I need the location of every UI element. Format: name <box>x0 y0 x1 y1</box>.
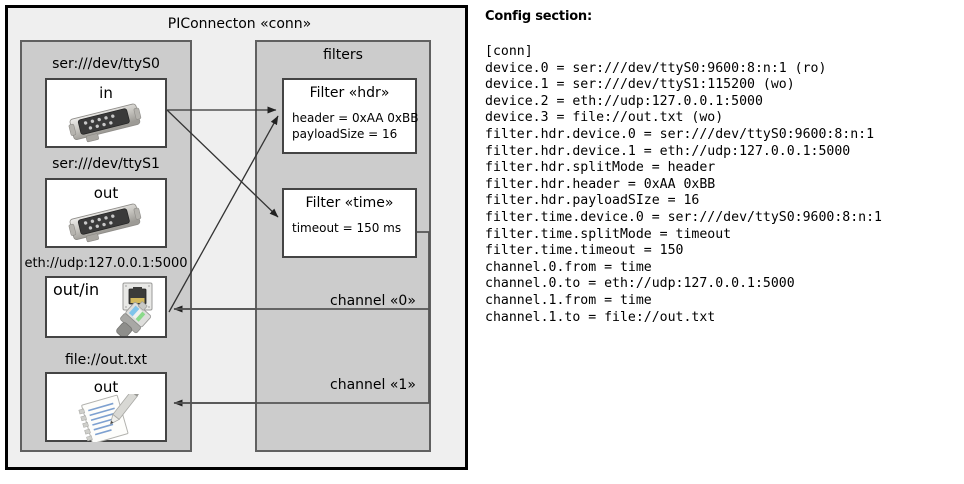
device-direction-label: out/in <box>53 280 100 299</box>
channel-label-1: channel «1» <box>330 377 416 393</box>
config-line: filter.time.splitMode = timeout <box>485 226 732 242</box>
filters-panel-title: filters <box>323 47 363 63</box>
device-node-ttyS1[interactable]: out <box>45 178 167 248</box>
device-direction-label: in <box>99 84 113 102</box>
config-line: [conn] <box>485 44 533 59</box>
config-text: [conn]device.0 = ser:///dev/ttyS0:9600:8… <box>485 44 882 326</box>
file-document-icon <box>66 387 146 446</box>
device-direction-label: out <box>93 184 119 202</box>
device-direction-label: out <box>93 378 119 396</box>
device-node-file[interactable]: out <box>45 372 167 444</box>
config-pane: Config section: [conn]device.0 = ser:///… <box>482 0 964 484</box>
filter-attributes: header = 0xAA 0xBB payloadSize = 16 <box>292 110 418 142</box>
filter-attr: header = 0xAA 0xBB <box>292 111 419 125</box>
config-line: device.3 = file://out.txt (wo) <box>485 110 724 126</box>
config-line: filter.time.timeout = 150 <box>485 243 684 259</box>
config-line: filter.hdr.splitMode = header <box>485 160 716 176</box>
config-line: channel.1.to = file://out.txt <box>485 309 716 325</box>
ethernet-icon <box>103 282 163 340</box>
filter-title: Filter «hdr» <box>309 85 390 101</box>
config-heading: Config section: <box>485 9 592 24</box>
config-line: channel.0.to = eth://udp:127.0.0.1:5000 <box>485 276 795 292</box>
config-line: filter.time.device.0 = ser:///dev/ttyS0:… <box>485 209 882 225</box>
filter-attr: payloadSize = 16 <box>292 127 398 141</box>
filter-node-time[interactable]: Filter «time» timeout = 150 ms <box>282 188 417 258</box>
config-line: device.1 = ser:///dev/ttyS1:115200 (wo) <box>485 77 795 93</box>
diagram-title: PIConnecton «conn» <box>167 16 312 32</box>
config-line: channel.1.from = time <box>485 292 652 308</box>
config-line: device.0 = ser:///dev/ttyS0:9600:8:n:1 (… <box>485 60 827 76</box>
config-line: filter.hdr.device.1 = eth://udp:127.0.0.… <box>485 143 851 159</box>
device-node-ttyS0[interactable]: in <box>45 78 167 148</box>
device-caption-file: file://out.txt <box>64 352 148 368</box>
device-caption-ttyS0: ser:///dev/ttyS0 <box>52 56 160 72</box>
filter-node-hdr[interactable]: Filter «hdr» header = 0xAA 0xBB payloadS… <box>282 78 418 154</box>
device-node-eth[interactable]: out/in <box>45 276 167 340</box>
filter-attr: timeout = 150 ms <box>292 221 402 235</box>
config-line: filter.hdr.header = 0xAA 0xBB <box>485 176 716 192</box>
filter-attributes: timeout = 150 ms <box>292 220 401 236</box>
config-line: channel.0.from = time <box>485 259 652 275</box>
device-caption-eth: eth://udp:127.0.0.1:5000 <box>24 256 188 271</box>
filter-title: Filter «time» <box>305 195 394 211</box>
serial-port-icon <box>63 100 149 148</box>
config-line: device.2 = eth://udp:127.0.0.1:5000 <box>485 93 763 109</box>
config-line: filter.hdr.payloadSIze = 16 <box>485 193 700 209</box>
config-line: filter.hdr.device.0 = ser:///dev/ttyS0:9… <box>485 126 875 142</box>
device-caption-ttyS1: ser:///dev/ttyS1 <box>52 156 160 172</box>
channel-label-0: channel «0» <box>330 293 416 309</box>
serial-port-icon <box>63 200 149 248</box>
